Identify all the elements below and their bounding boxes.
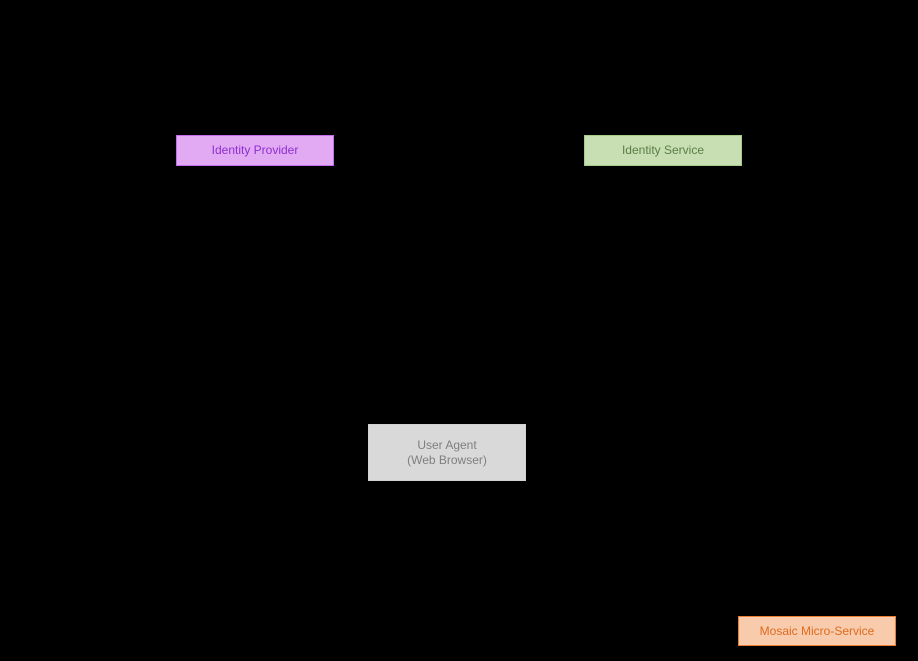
actor-box-identity-provider: Identity Provider — [176, 135, 334, 166]
actor-label-identity-provider: Identity Provider — [211, 143, 299, 157]
actor-label-user-agent-line1: User Agent — [417, 437, 477, 452]
actor-label-user-agent-line2: (Web Browser) — [407, 452, 487, 467]
actor-box-mosaic-micro-service: Mosaic Micro-Service — [738, 616, 896, 646]
actor-label-identity-service: Identity Service — [621, 143, 705, 157]
actor-box-identity-service: Identity Service — [584, 135, 742, 166]
actor-box-user-agent: User Agent (Web Browser) — [368, 424, 526, 481]
actor-label-mosaic-micro-service: Mosaic Micro-Service — [759, 623, 875, 638]
